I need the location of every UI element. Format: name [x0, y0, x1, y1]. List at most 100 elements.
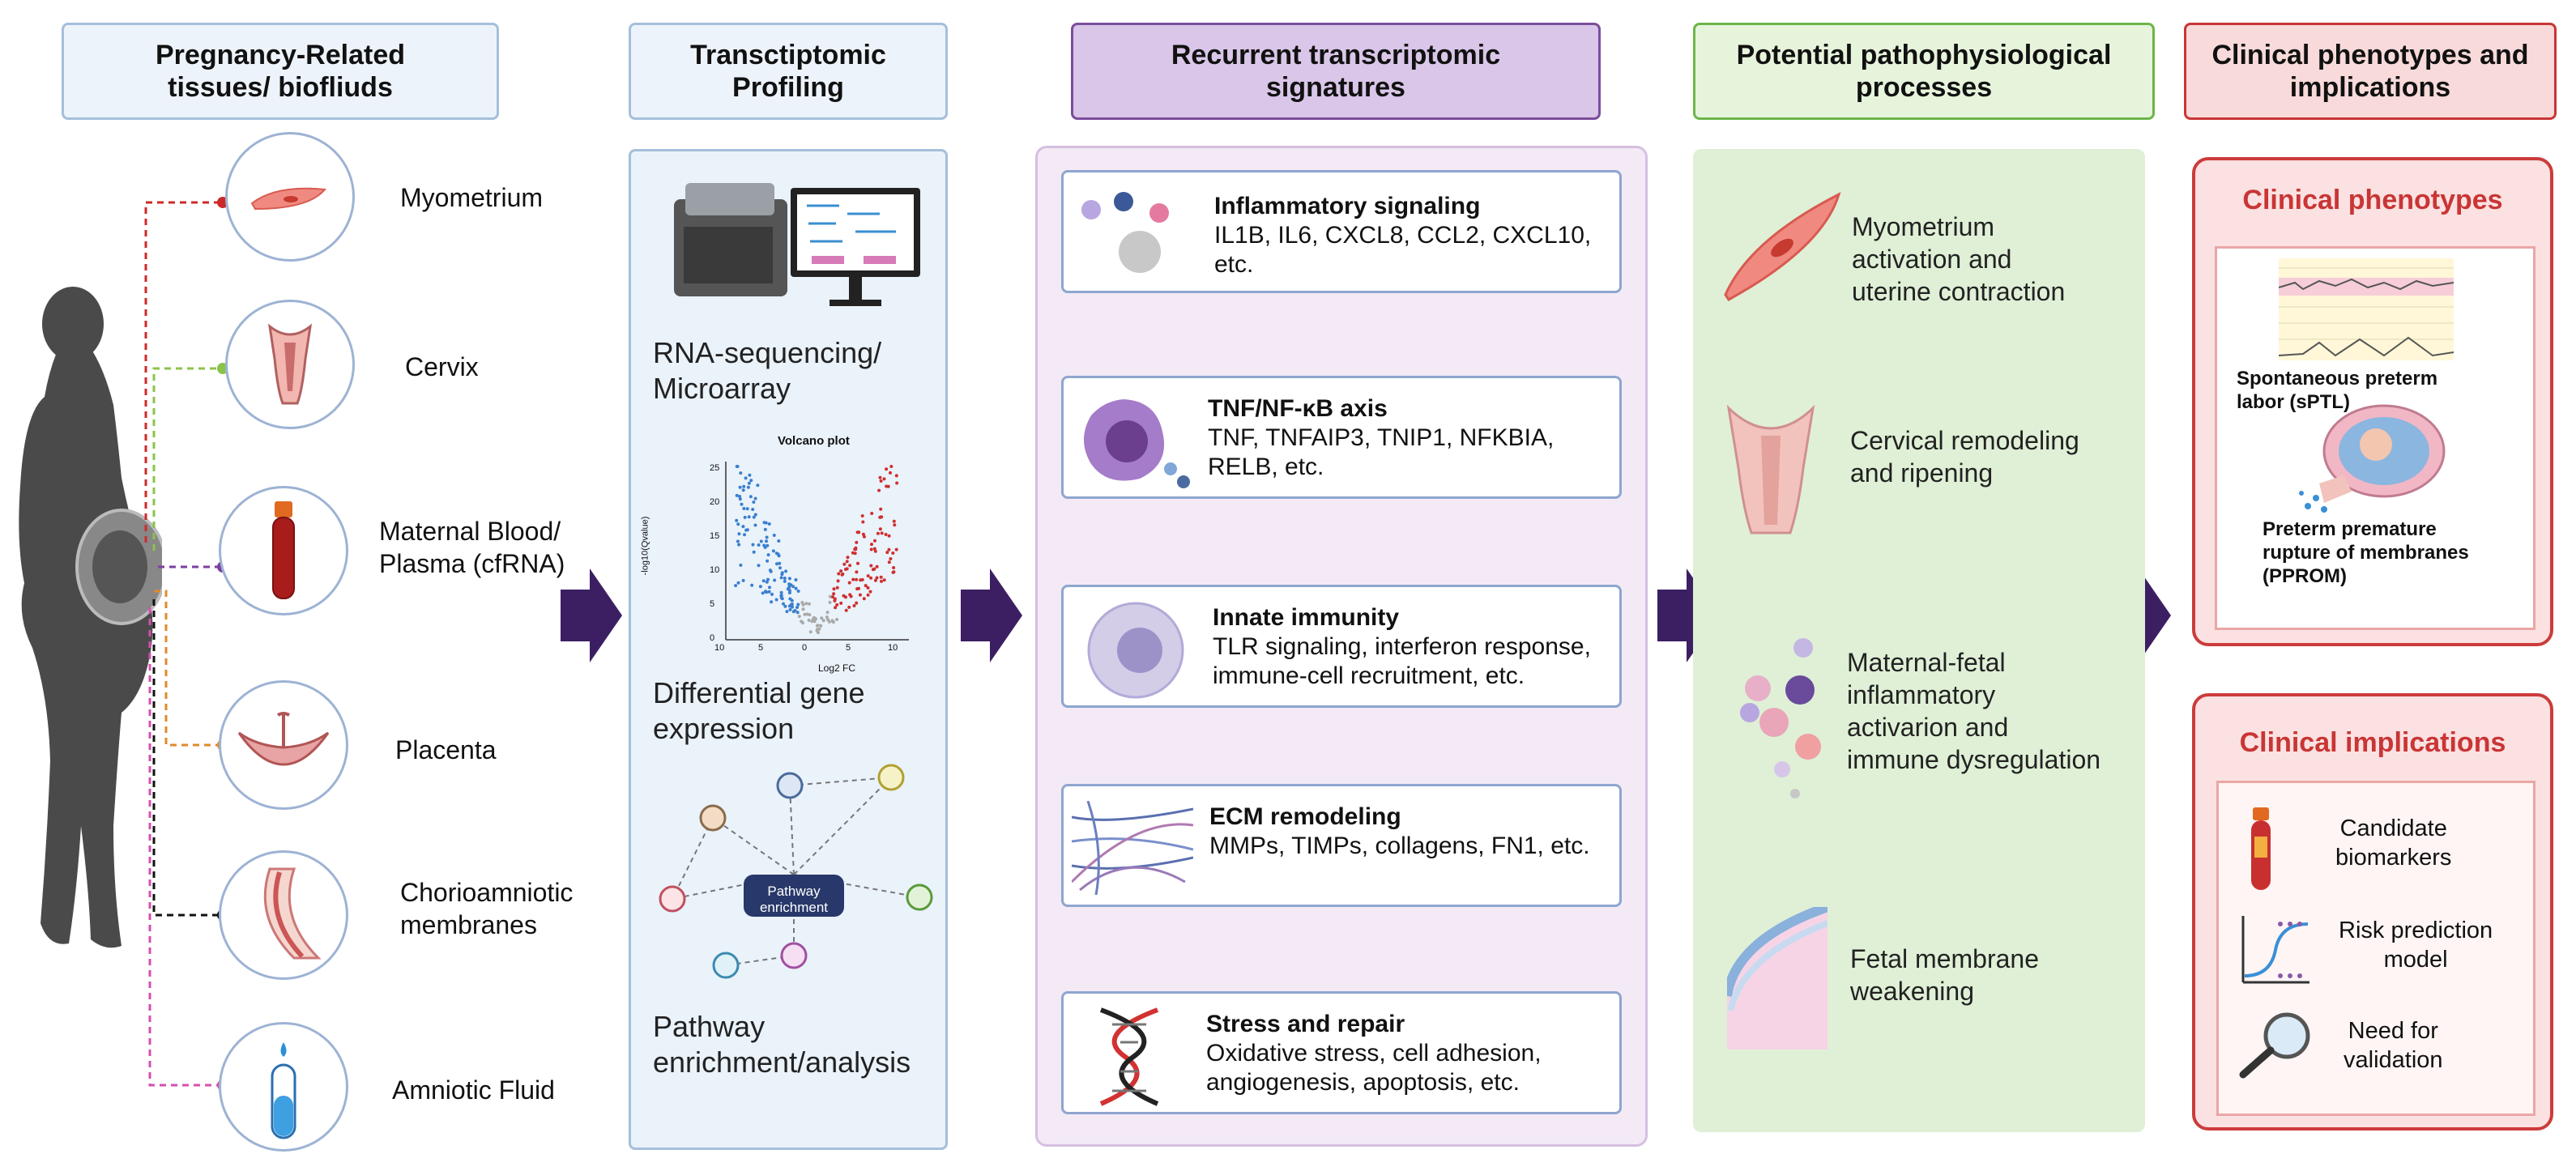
profiling-step2: Differential gene expression [653, 676, 865, 745]
volcano-point [807, 618, 811, 622]
volcano-xlabel: Log2 FC [818, 662, 856, 674]
volcano-xtick-0: 10 [714, 643, 725, 653]
volcano-point [778, 566, 782, 570]
placenta-circle [219, 680, 348, 810]
volcano-point [849, 594, 853, 598]
volcano-point [793, 609, 797, 612]
volcano-point [746, 485, 750, 489]
volcano-point [860, 514, 864, 517]
volcano-ytick-1: 20 [710, 497, 720, 507]
volcano-point [744, 476, 748, 480]
volcano-point [801, 621, 804, 625]
volcano-point [846, 556, 850, 560]
volcano-point [855, 570, 859, 574]
myometrium-circle [225, 132, 355, 262]
volcano-point [880, 579, 883, 583]
volcano-point [864, 584, 868, 588]
volcano-point [778, 561, 782, 565]
volcano-point [735, 465, 739, 468]
volcano-point [766, 559, 770, 563]
pathway-node-label: Pathway enrichment [759, 884, 829, 915]
volcano-point [743, 515, 747, 519]
volcano-point [861, 532, 865, 536]
flow-arrow-3-icon [1657, 568, 1719, 662]
signature-card-ecm: ECM remodeling MMPs, TIMPs, collagens, F… [1061, 784, 1622, 907]
header-profiling: Transctiptomic Profiling [629, 23, 948, 120]
volcano-point [771, 549, 775, 553]
volcano-point [742, 507, 746, 510]
volcano-ytick-5: 0 [710, 633, 715, 643]
volcano-point [741, 525, 745, 529]
volcano-point [797, 615, 801, 619]
pprom-uterus-icon [2299, 404, 2446, 513]
flow-arrow-2-icon [961, 568, 1022, 662]
volcano-point [743, 533, 746, 537]
cervix-icon [267, 323, 313, 405]
signature-title-1: TNF/NF-κB axis [1208, 395, 1388, 422]
volcano-point [842, 562, 847, 566]
volcano-point [751, 508, 755, 511]
volcano-point [893, 523, 897, 527]
volcano-point [765, 535, 769, 539]
phenotypes-panel: Clinical phenotypes Spontaneous preterm … [2192, 157, 2553, 646]
volcano-point [737, 532, 741, 536]
ctg-trace-icon [2279, 258, 2454, 360]
volcano-point [889, 471, 892, 475]
volcano-point [845, 560, 849, 564]
volcano-point [816, 628, 819, 632]
phenotype-sptl: Spontaneous preterm labor (sPTL) [2237, 368, 2438, 413]
volcano-point [851, 551, 855, 555]
volcano-point [777, 539, 781, 543]
volcano-point [876, 531, 880, 535]
myometrium-cell-icon [250, 187, 326, 211]
signature-title-3: ECM remodeling [1209, 803, 1401, 830]
volcano-xticks: 10 5 0 5 10 [714, 643, 901, 656]
volcano-point [735, 493, 739, 497]
volcano-point [884, 533, 888, 536]
volcano-point [780, 571, 784, 575]
volcano-point [753, 496, 757, 500]
implication-1: Risk prediction model [2339, 918, 2493, 973]
volcano-point [861, 520, 865, 524]
volcano-point [869, 564, 873, 568]
volcano-point [747, 481, 751, 485]
tissue-label-3: Placenta [395, 735, 497, 764]
volcano-point [892, 566, 896, 569]
signature-body-1: TNF, TNFAIP3, TNIP1, NFKBIA, RELB, etc. [1208, 424, 1555, 480]
volcano-point [844, 568, 847, 571]
volcano-point [745, 528, 749, 532]
volcano-point [873, 578, 877, 582]
implication-0: Candidate biomarkers [2335, 815, 2452, 871]
volcano-point [751, 543, 755, 547]
phenotypes-inner-box: Spontaneous preterm labor (sPTL) Preterm… [2215, 246, 2535, 630]
volcano-point [779, 590, 783, 594]
risk-curve-icon [2241, 916, 2309, 984]
ecm-fibers-icon [1072, 801, 1193, 895]
volcano-point [825, 615, 829, 620]
volcano-point [854, 546, 858, 550]
volcano-point [879, 575, 883, 579]
volcano-point [803, 612, 807, 616]
sequencer-computer-icon [674, 183, 920, 306]
volcano-point [766, 553, 770, 557]
volcano-yticks: 25 20 15 10 5 0 [710, 463, 721, 643]
volcano-point [750, 583, 754, 587]
volcano-point [832, 587, 836, 591]
volcano-point [767, 522, 771, 526]
volcano-point [894, 547, 898, 551]
volcano-point [734, 584, 738, 588]
implication-2: Need for validation [2344, 1018, 2443, 1073]
volcano-point [819, 624, 823, 628]
volcano-point [795, 611, 800, 615]
signature-title-4: Stress and repair [1206, 1011, 1405, 1037]
dna-icon [1099, 1007, 1159, 1106]
volcano-point [859, 578, 863, 582]
volcano-point [870, 512, 874, 515]
volcano-point [794, 586, 798, 590]
volcano-point [858, 593, 862, 597]
myometrium-cell-large-icon [1724, 192, 1841, 301]
header-signatures-text: Recurrent transcriptomic signatures [1171, 40, 1501, 103]
volcano-point [862, 534, 866, 539]
volcano-point [866, 593, 870, 597]
volcano-point [773, 578, 777, 582]
